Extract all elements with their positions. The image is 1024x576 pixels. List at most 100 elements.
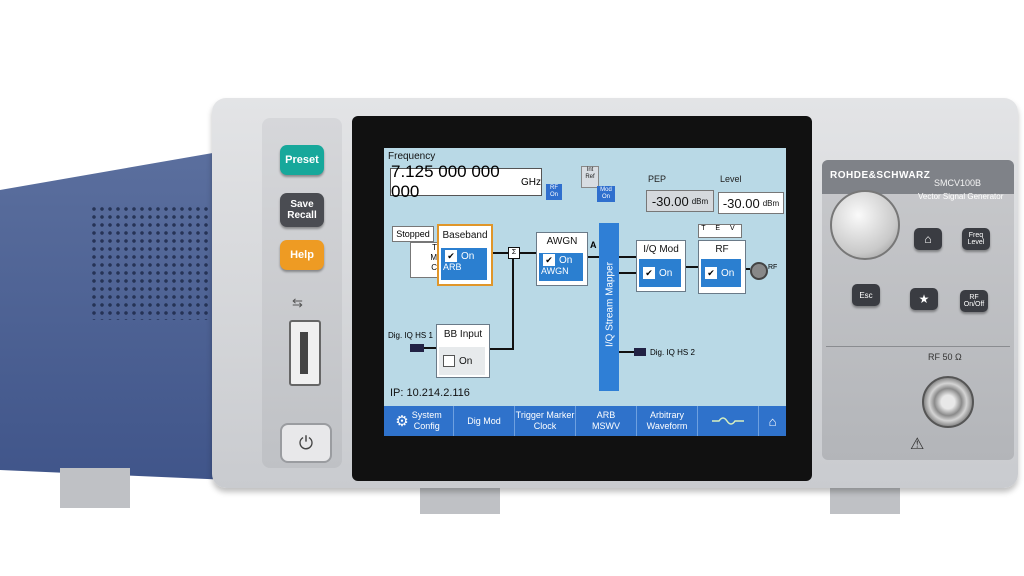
level-label: Level [720, 174, 742, 184]
signal-wire [619, 351, 634, 353]
tev-indicator[interactable]: T E V [698, 224, 742, 238]
frequency-label: Frequency [388, 151, 436, 162]
save-recall-button[interactable]: Save Recall [280, 193, 324, 227]
rotary-knob[interactable] [830, 190, 900, 260]
summing-node: Σ [508, 247, 520, 259]
rf-on-off-button[interactable]: RF On/Off [960, 290, 988, 312]
rf-connector-label: RF 50 Ω [928, 352, 962, 362]
signal-wire [744, 268, 750, 270]
signal-wire [512, 252, 514, 350]
softkey-waveform-graph[interactable] [698, 406, 759, 436]
touchscreen[interactable]: Frequency 7.125 000 000 000 GHz RF On In… [384, 148, 786, 436]
ventilation-grille [90, 205, 210, 320]
waveform-icon [712, 417, 744, 425]
iq-mod-title: I/Q Mod [643, 244, 679, 255]
iq-mod-checkbox[interactable]: ✔ [643, 267, 655, 279]
awgn-mode: AWGN [541, 266, 569, 276]
signal-wire [488, 348, 514, 350]
mod-on-indicator[interactable]: Mod On [597, 186, 615, 202]
dig-iq-in-label: Dig. IQ HS 1 [388, 331, 433, 340]
dig-iq-out-label: Dig. IQ HS 2 [650, 348, 695, 357]
left-control-strip [262, 118, 342, 468]
baseband-state: On [461, 250, 475, 262]
signal-wire [684, 266, 698, 268]
signal-wire [619, 272, 636, 274]
frequency-field[interactable]: 7.125 000 000 000 GHz [390, 162, 542, 201]
rf-output-icon [750, 262, 768, 280]
rf-checkbox[interactable]: ✔ [705, 267, 717, 279]
frequency-value: 7.125 000 000 000 [391, 162, 500, 201]
user-key-button[interactable]: ★ [910, 288, 938, 310]
iq-stream-mapper-block[interactable]: I/Q Stream Mapper [599, 223, 619, 391]
home-button[interactable]: ⌂ [914, 228, 942, 250]
rf-output-label: RF [768, 264, 778, 271]
softkey-dig-mod[interactable]: Dig Mod [454, 406, 515, 436]
bb-input-checkbox[interactable] [443, 355, 455, 367]
esc-button[interactable]: Esc [852, 284, 880, 306]
int-ref-indicator[interactable]: Int Ref [581, 166, 599, 188]
softkey-home[interactable]: ⌂ [759, 406, 786, 436]
device-subtitle: Vector Signal Generator [918, 192, 1004, 201]
gear-icon: ⚙ [395, 412, 409, 430]
rf-title: RF [715, 244, 729, 255]
model-name: SMCV100B [934, 178, 982, 188]
rf-on-indicator[interactable]: RF On [546, 184, 562, 200]
softkey-arb-mswv[interactable]: ARB MSWV [576, 406, 637, 436]
softkey-label: Dig Mod [467, 415, 501, 426]
pep-value: -30.00 [651, 193, 689, 209]
rf-output-connector[interactable] [922, 376, 974, 428]
iq-mod-body: ✔ On [639, 259, 681, 287]
baseband-body: ✔ On ARB [441, 248, 487, 280]
baseband-mode: ARB [443, 262, 462, 272]
home-icon: ⌂ [768, 413, 777, 429]
awgn-state: On [559, 254, 573, 266]
level-value: -30.00 [722, 195, 760, 211]
frequency-unit: GHz [521, 176, 541, 188]
stopped-status[interactable]: Stopped [392, 226, 434, 242]
awgn-block[interactable]: AWGN ✔ On AWGN [536, 232, 588, 286]
power-icon: ⏻ [298, 432, 314, 453]
chassis-foot [420, 484, 500, 514]
softkey-arbitrary-waveform[interactable]: Arbitrary Waveform [637, 406, 698, 436]
divider [826, 346, 1010, 347]
baseband-checkbox[interactable]: ✔ [445, 250, 457, 262]
preset-button[interactable]: Preset [280, 145, 324, 175]
freq-level-button[interactable]: Freq Level [962, 228, 990, 250]
dig-iq-out-connector[interactable] [634, 348, 646, 356]
awgn-body: ✔ On AWGN [539, 253, 583, 281]
usb-port[interactable] [289, 320, 321, 386]
star-icon: ★ [918, 291, 930, 306]
softkey-system-config[interactable]: ⚙ System Config [384, 406, 454, 436]
iq-stream-mapper-label: I/Q Stream Mapper [604, 261, 616, 348]
softkey-label: System Config [411, 410, 442, 431]
ip-address: IP: 10.214.2.116 [390, 387, 470, 399]
rf-state: On [721, 267, 735, 279]
power-button[interactable]: ⏻ [280, 423, 332, 463]
softkey-trigger-marker-clock[interactable]: Trigger Marker Clock [515, 406, 576, 436]
pep-unit: dBm [691, 196, 709, 206]
rf-body: ✔ On [701, 259, 741, 287]
help-button[interactable]: Help [280, 240, 324, 270]
home-icon: ⌂ [924, 231, 932, 246]
chassis-foot [60, 468, 130, 508]
baseband-title: Baseband [442, 230, 488, 241]
bb-input-state: On [459, 355, 473, 367]
dig-iq-in-connector[interactable] [410, 344, 424, 352]
bb-input-title: BB Input [443, 329, 483, 340]
rf-block[interactable]: RF ✔ On [698, 240, 746, 294]
brand-logo: ROHDE&SCHWARZ [830, 170, 931, 181]
trigger-marker-clock-indicator[interactable]: T M C [410, 242, 441, 278]
usb-icon: ⇆ [292, 295, 303, 310]
brand-strip [822, 160, 1014, 194]
softkey-label: Trigger Marker Clock [515, 410, 575, 431]
bb-input-block[interactable]: BB Input On [436, 324, 490, 378]
level-unit: dBm [762, 198, 780, 208]
awgn-checkbox[interactable]: ✔ [543, 254, 555, 266]
baseband-block[interactable]: Baseband ✔ On ARB [437, 224, 493, 286]
iq-mod-state: On [659, 267, 673, 279]
stream-a-label: A [590, 240, 597, 250]
softkey-bar: ⚙ System Config Dig Mod Trigger Marker C… [384, 406, 786, 436]
iq-mod-block[interactable]: I/Q Mod ✔ On [636, 240, 686, 292]
